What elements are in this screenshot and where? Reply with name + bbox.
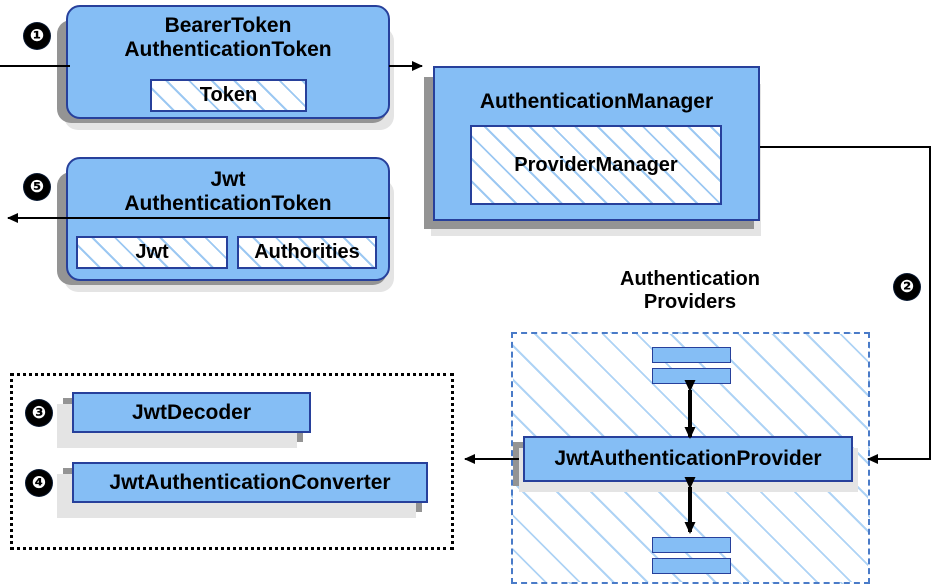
jwt-authentication-converter-label: JwtAuthenticationConverter bbox=[109, 470, 391, 494]
node-provider-manager[interactable]: ProviderManager bbox=[470, 125, 722, 205]
provider-manager-label: ProviderManager bbox=[514, 153, 678, 176]
jwt-authentication-provider-label: JwtAuthenticationProvider bbox=[554, 447, 822, 471]
node-bearer-token-inner-token[interactable]: Token bbox=[150, 79, 307, 112]
provider-stub-bottom-1 bbox=[652, 537, 731, 553]
jwt-token-title-line1: Jwt bbox=[210, 168, 246, 191]
step-badge-2: ❷ bbox=[894, 274, 920, 300]
node-jwt-inner-jwt[interactable]: Jwt bbox=[76, 236, 228, 269]
jwt-token-title-line2: AuthenticationToken bbox=[124, 191, 332, 215]
jwt-inner-authorities-label: Authorities bbox=[254, 241, 360, 263]
bearer-token-title-line2: AuthenticationToken bbox=[124, 37, 332, 61]
jwt-helpers-group bbox=[10, 373, 454, 550]
node-jwt-inner-authorities[interactable]: Authorities bbox=[237, 236, 377, 269]
step-badge-5: ❺ bbox=[24, 174, 50, 200]
bearer-token-inner-label: Token bbox=[199, 84, 258, 106]
jwt-decoder-label: JwtDecoder bbox=[131, 400, 252, 424]
auth-manager-title: AuthenticationManager bbox=[479, 90, 714, 113]
provider-stub-top-1 bbox=[652, 347, 731, 363]
authentication-providers-label: Authentication Providers bbox=[578, 268, 802, 314]
authentication-providers-label-line2: Providers bbox=[643, 291, 737, 314]
node-jwt-authentication-provider[interactable]: JwtAuthenticationProvider bbox=[523, 436, 853, 482]
authentication-providers-label-line1: Authentication bbox=[620, 268, 760, 290]
step-badge-4: ❹ bbox=[26, 470, 52, 496]
provider-stub-top-2 bbox=[652, 368, 731, 384]
step-badge-1: ❶ bbox=[24, 23, 50, 49]
step-badge-3: ❸ bbox=[26, 400, 52, 426]
node-jwt-decoder[interactable]: JwtDecoder bbox=[72, 392, 311, 433]
node-jwt-authentication-converter[interactable]: JwtAuthenticationConverter bbox=[72, 462, 428, 503]
bearer-token-title-line1: BearerToken bbox=[164, 14, 292, 37]
jwt-inner-jwt-label: Jwt bbox=[135, 241, 169, 263]
provider-stub-bottom-2 bbox=[652, 558, 731, 574]
